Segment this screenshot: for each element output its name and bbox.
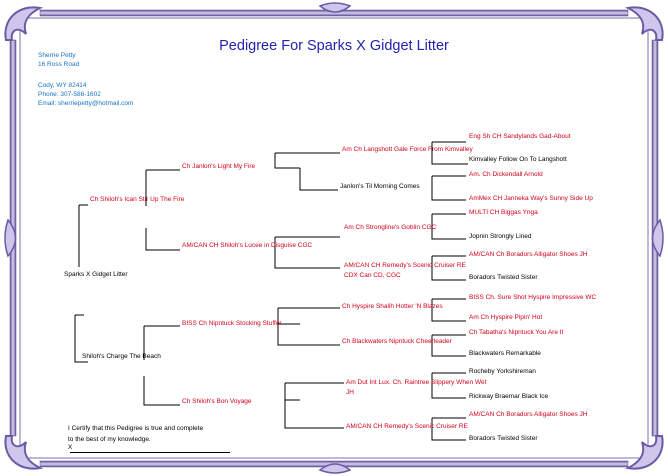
gen5-name: Eng Sh CH Sandylands Gad-About — [469, 133, 571, 140]
gen4-name: Am Dut Int Lux. Ch. Raintree Slippery Wh… — [346, 379, 487, 386]
gen4-name: Ch Blackwaters Nipntuck Cheerleader — [342, 338, 452, 345]
page-title: Pedigree For Sparks X Gidget Litter — [219, 38, 449, 54]
gen5-name: Kimvalley Follow On To Langshott — [469, 156, 567, 163]
owner-email: Email: sherriepetty@hotmail.com — [38, 100, 134, 107]
gen4-name: AM/CAN CH Remedy's Scenic Cruiser RE — [346, 423, 468, 430]
gen3-name: Ch Shiloh's Bon Voyage — [182, 398, 252, 405]
sire-name: Ch Shiloh's Ican Stir Up The Fire — [90, 196, 185, 203]
signature-line[interactable] — [70, 452, 230, 453]
gen3-name: AM/CAN CH Shiloh's Lucee in Disguise CGC — [182, 242, 313, 249]
gen5-name: Jopnin Strongly Lined — [469, 233, 532, 240]
gen5-name: AM/CAN Ch Boradors Alligator Shoes JH — [469, 251, 588, 258]
gen4-name: JH — [346, 389, 354, 396]
gen5-name: AM/CAN Ch Boradors Alligator Shoes JH — [469, 411, 588, 418]
certification-text: I Certify that this Pedigree is true and… — [68, 423, 203, 445]
subject-name: Sparks X Gidget Litter — [64, 271, 128, 278]
gen4-name: Ch Hyspire Shalih Hotter 'N Blazes — [342, 303, 443, 310]
gen5-name: Am Ch Hyspire Pipin' Hot — [469, 314, 543, 321]
gen5-name: MULTI CH Biggas Ynga — [469, 209, 538, 216]
gen3-name: BISS Ch Nipntuck Stocking Stuffer — [182, 320, 282, 327]
gen3-name: Ch Janlon's Light My Fire — [182, 163, 256, 170]
gen5-name: Rocheby Yorkshireman — [469, 368, 536, 375]
owner-name: Sherrie Petty — [38, 52, 76, 59]
owner-city: Cody, WY 82414 — [38, 82, 87, 89]
gen4-name: Janlon's Til Morning Comes — [340, 183, 420, 190]
gen5-name: BISS Ch. Sure Shot Hyspire Impressive WC — [469, 294, 597, 301]
owner-address: 16 Ross Road — [38, 61, 80, 68]
signature-mark: X — [68, 444, 73, 451]
gen5-name: Rickway Braemar Black Ice — [469, 393, 549, 400]
gen4-name: Am Ch Strongline's Goblin CGC — [344, 224, 437, 231]
dam-name: Shiloh's Charge The Beach — [82, 353, 161, 360]
gen5-name: Boradors Twisted Sister — [469, 435, 538, 442]
gen5-name: Ch Tabatha's Nipntuck You Are It — [469, 329, 564, 336]
certification-line: to the best of my knowledge. — [68, 436, 151, 443]
certification-line: I Certify that this Pedigree is true and… — [68, 425, 204, 432]
gen5-name: Am. Ch Dickendall Arnold — [469, 171, 543, 178]
gen5-name: Blackwaters Remarkable — [469, 350, 541, 357]
gen4-name: CDX Can CD, CGC — [344, 272, 401, 279]
gen4-name: AM/CAN CH Remedy's Scenic Cruiser RE — [344, 262, 466, 269]
gen5-name: Boradors Twisted Sister — [469, 274, 538, 281]
gen4-name: Am Ch Langshott Gale Force From Kimvalle… — [342, 146, 473, 153]
owner-phone: Phone: 307-586-1602 — [38, 91, 101, 98]
gen5-name: AmMex CH Janneka Way's Sunny Side Up — [469, 195, 593, 202]
